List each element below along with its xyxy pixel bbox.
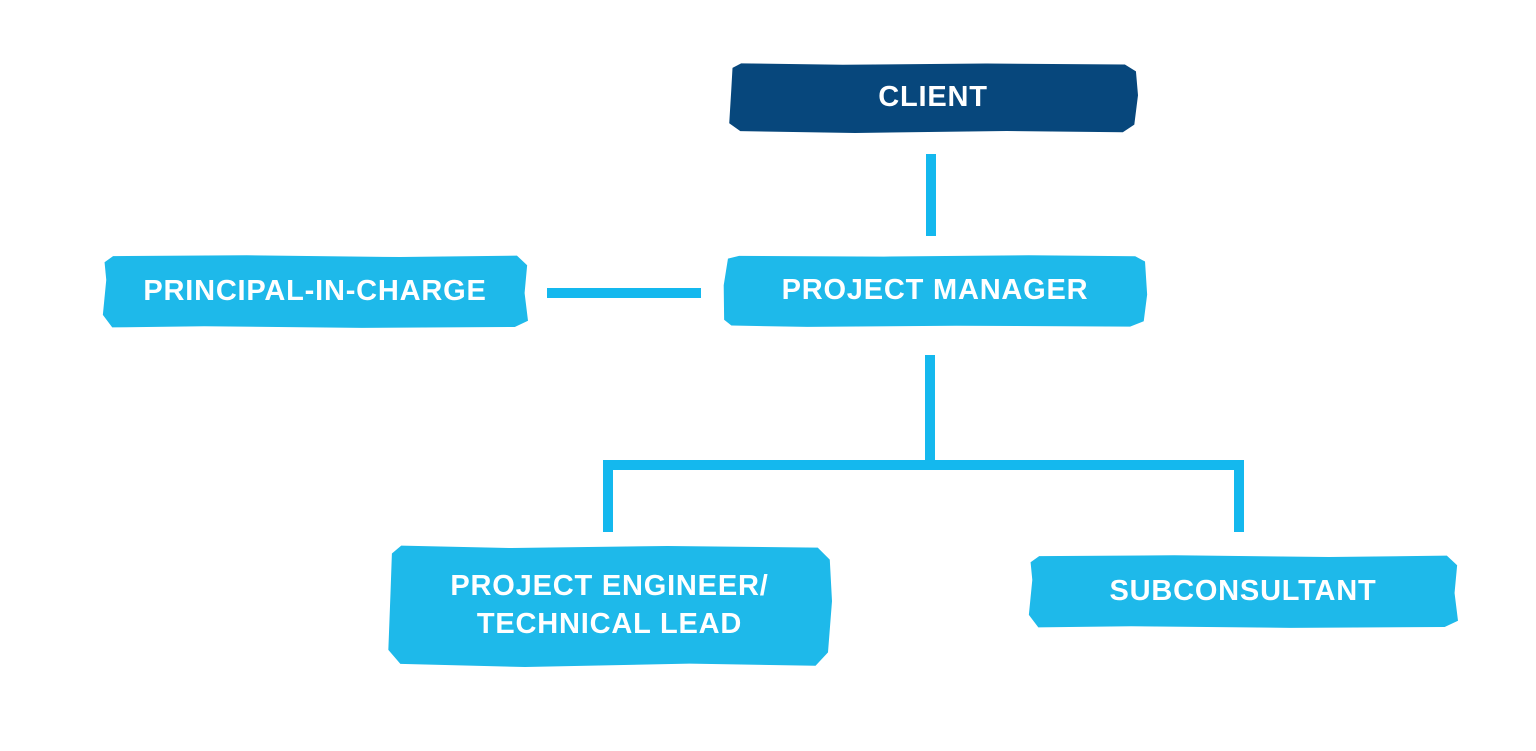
node-principal-in-charge-label: PRINCIPAL-IN-CHARGE — [143, 274, 487, 307]
edge-principal-in-charge-to-project-manager — [547, 288, 701, 298]
node-subconsultant: SUBCONSULTANT — [1028, 555, 1458, 628]
edge-project-manager-stem — [925, 355, 935, 460]
node-project-manager: PROJECT MANAGER — [723, 255, 1148, 327]
node-project-manager-label: PROJECT MANAGER — [781, 274, 1089, 307]
node-client: CLIENT — [729, 63, 1138, 133]
edge-drop-to-subconsultant — [1234, 460, 1244, 532]
edge-branch-horizontal — [603, 460, 1244, 470]
node-subconsultant-label: SUBCONSULTANT — [1109, 574, 1377, 607]
node-project-engineer-technical-lead: PROJECT ENGINEER/ TECHNICAL LEAD — [388, 545, 832, 667]
node-client-label: CLIENT — [878, 81, 988, 114]
node-principal-in-charge: PRINCIPAL-IN-CHARGE — [102, 255, 528, 328]
node-project-engineer-technical-lead-label: PROJECT ENGINEER/ TECHNICAL LEAD — [450, 570, 769, 640]
edge-drop-to-project-engineer — [603, 460, 613, 532]
edge-client-to-project-manager — [926, 154, 936, 236]
